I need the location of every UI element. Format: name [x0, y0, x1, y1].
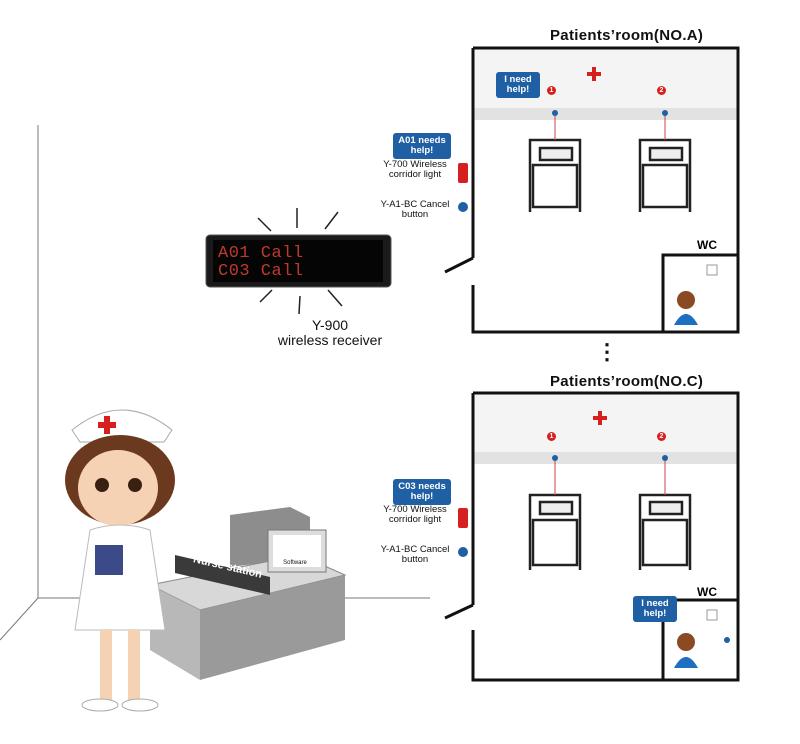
room-a-cancel-label: Y-A1-BC Cancel button — [380, 199, 450, 220]
bed-icon — [528, 138, 692, 212]
room-c-patient-bubble: I need help! — [633, 596, 677, 622]
room-a-title: Patients’room(NO.A) — [550, 27, 704, 44]
room-a-corridor-bubble: A01 needs help! — [393, 133, 451, 159]
receiver-line-1: A01 Call — [218, 244, 304, 263]
room-c — [444, 391, 740, 682]
receiver-line-2: C03 Call — [218, 262, 304, 281]
room-c-title: Patients’room(NO.C) — [550, 373, 704, 390]
software-screen-label: Software — [283, 560, 307, 566]
room-c-bed-1-number: 1 — [547, 432, 556, 441]
room-a — [444, 46, 740, 334]
room-a-wc-label: WC — [697, 238, 717, 252]
room-a-bed-1-number: 1 — [547, 86, 556, 95]
room-c-wc-label: WC — [697, 585, 717, 599]
receiver-model: Y-900 — [311, 317, 349, 333]
room-a-patient-bubble: I need help! — [496, 72, 540, 98]
room-a-light-label: Y-700 Wireless corridor light — [383, 159, 447, 180]
room-c-light-label: Y-700 Wireless corridor light — [383, 504, 447, 525]
room-a-bed-2-number: 2 — [657, 86, 666, 95]
receiver-desc: wireless receiver — [277, 332, 383, 348]
room-c-cancel-label: Y-A1-BC Cancel button — [380, 544, 450, 565]
receiver-device — [205, 208, 392, 315]
room-c-corridor-bubble: C03 needs help! — [393, 479, 451, 505]
nurse-illustration — [65, 409, 175, 712]
nurse-station-desk — [148, 507, 347, 680]
room-c-bed-2-number: 2 — [657, 432, 666, 441]
ellipsis: ⋮ — [596, 339, 618, 364]
